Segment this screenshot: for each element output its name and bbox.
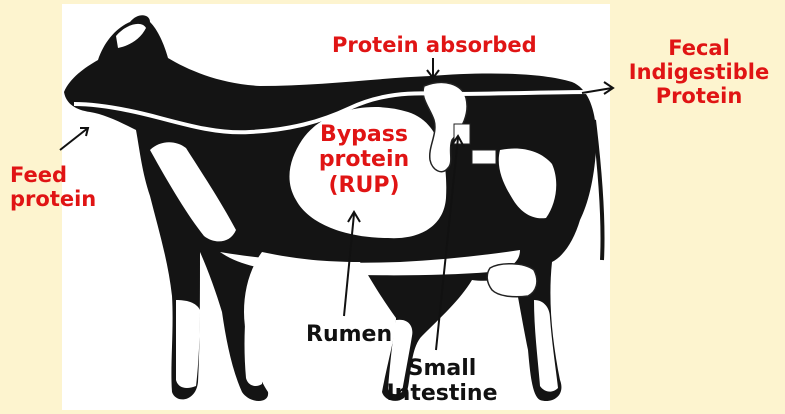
label-fecal-line-3: Protein [623,84,775,108]
label-feed-line-1: Feed [10,163,96,187]
label-bypass-line-2: protein [304,147,424,172]
label-small-intestine-line-1: Small [386,356,498,381]
label-bypass-line-3: (RUP) [304,173,424,198]
patch-front-leg-2 [245,308,265,386]
udder [487,264,537,297]
patch-front-leg [176,300,200,388]
label-bypass-line-1: Bypass [304,122,424,147]
label-fecal-indigestible-protein: Fecal Indigestible Protein [623,36,775,108]
label-fecal-line-2: Indigestible [623,60,775,84]
label-feed-line-2: protein [10,187,96,211]
label-feed-protein: Feed protein [10,163,96,211]
label-fecal-line-1: Fecal [623,36,775,60]
label-small-intestine-line-2: Intestine [386,381,498,406]
label-small-intestine: Small Intestine [386,356,498,407]
label-rumen: Rumen [306,322,392,347]
intestine-segment [454,124,470,144]
label-bypass-protein: Bypass protein (RUP) [304,122,424,198]
label-protein-absorbed: Protein absorbed [332,33,537,57]
intestine-segment-2 [472,150,496,164]
